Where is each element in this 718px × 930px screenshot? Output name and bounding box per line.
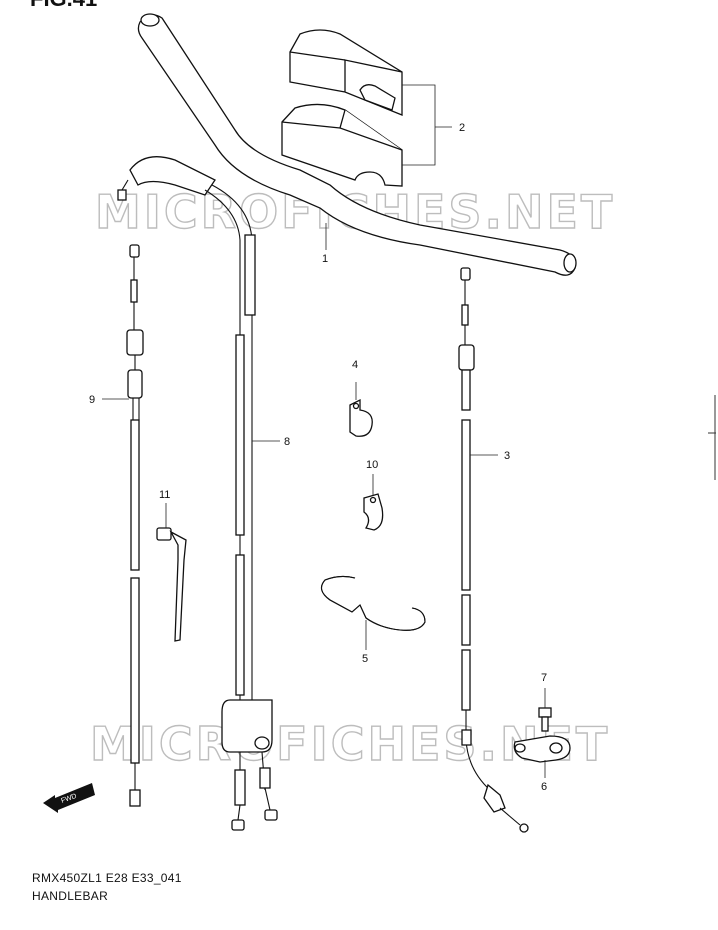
forward-direction-badge: FWD — [43, 783, 95, 813]
callout-9: 9 — [89, 394, 95, 406]
cable-clamp-10 — [363, 493, 384, 531]
callout-10: 10 — [366, 459, 378, 471]
callout-5: 5 — [362, 653, 368, 665]
callout-2: 2 — [459, 122, 465, 134]
callout-6: 6 — [541, 781, 547, 793]
hot-start-cable — [126, 244, 144, 807]
handlebar-pad-lower — [281, 103, 403, 187]
throttle-cable-assembly — [117, 156, 278, 831]
wire-spring-clip — [320, 575, 426, 631]
diagram-code: RMX450ZL1 E28 E33_041 — [32, 871, 182, 885]
cable-bracket — [513, 735, 571, 763]
handlebar — [137, 13, 577, 276]
clutch-cable — [458, 267, 529, 833]
callout-11: 11 — [159, 489, 170, 501]
diagram-name: HANDLEBAR — [32, 889, 109, 903]
callout-4: 4 — [352, 359, 358, 371]
handlebar-pad-upper — [289, 29, 403, 116]
callout-3: 3 — [504, 450, 510, 462]
cable-clamp-4 — [349, 398, 373, 437]
callout-1: 1 — [322, 253, 328, 265]
callout-8: 8 — [284, 436, 290, 448]
cable-tie — [156, 527, 187, 642]
figure-title: FIG.41 — [30, 0, 97, 12]
callout-7: 7 — [541, 672, 547, 684]
